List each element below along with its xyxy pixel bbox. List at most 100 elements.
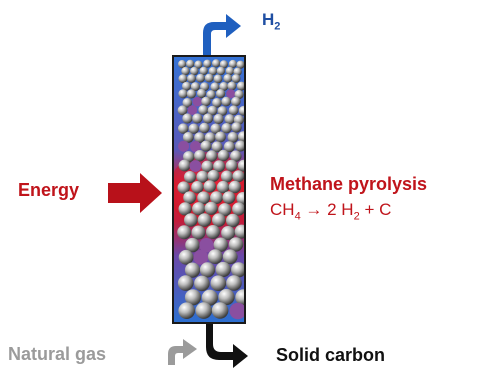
catalyst-sphere bbox=[182, 81, 191, 91]
catalyst-sphere bbox=[206, 150, 218, 162]
catalyst-sphere bbox=[208, 66, 218, 76]
catalyst-sphere bbox=[194, 132, 206, 144]
solid-carbon-outlet-arrow bbox=[206, 324, 248, 368]
catalyst-sphere bbox=[231, 122, 242, 133]
catalyst-sphere bbox=[203, 59, 212, 68]
catalyst-sphere bbox=[200, 140, 212, 152]
catalyst-sphere bbox=[207, 249, 223, 264]
catalyst-sphere bbox=[178, 123, 189, 134]
catalyst-sphere bbox=[207, 169, 220, 182]
natural-gas-inlet-arrow bbox=[168, 339, 197, 365]
catalyst-bed bbox=[177, 59, 244, 320]
catalyst-sphere bbox=[223, 141, 235, 153]
catalyst-sphere bbox=[211, 302, 229, 319]
catalyst-sphere bbox=[225, 66, 235, 76]
catalyst-sphere bbox=[217, 106, 228, 116]
catalyst-sphere bbox=[200, 82, 210, 92]
catalyst-sphere bbox=[230, 150, 242, 162]
catalyst-sphere bbox=[190, 82, 200, 92]
catalyst-sphere bbox=[192, 113, 203, 124]
catalyst-sphere bbox=[193, 250, 209, 265]
catalyst-sphere bbox=[228, 59, 237, 69]
catalyst-sphere bbox=[221, 96, 231, 107]
catalyst-sphere bbox=[226, 213, 240, 228]
catalyst-sphere bbox=[182, 98, 193, 108]
catalyst-sphere bbox=[229, 302, 244, 320]
catalyst-sphere bbox=[187, 105, 198, 115]
catalyst-sphere bbox=[204, 132, 216, 144]
catalyst-sphere bbox=[192, 202, 206, 216]
catalyst-sphere bbox=[199, 238, 214, 253]
catalyst-sphere bbox=[177, 105, 188, 116]
catalyst-sphere bbox=[196, 88, 207, 99]
catalyst-sphere bbox=[228, 180, 242, 194]
catalyst-sphere bbox=[212, 59, 221, 68]
energy-label: Energy bbox=[18, 180, 80, 200]
catalyst-sphere bbox=[215, 131, 226, 143]
catalyst-sphere bbox=[221, 226, 236, 240]
h2-product-label: H2 bbox=[262, 10, 281, 33]
catalyst-sphere bbox=[190, 66, 199, 76]
catalyst-sphere bbox=[213, 113, 224, 125]
catalyst-sphere bbox=[178, 202, 192, 216]
natural-gas-label: Natural gas bbox=[8, 344, 107, 364]
catalyst-sphere bbox=[177, 275, 194, 291]
catalyst-sphere bbox=[210, 82, 220, 92]
catalyst-sphere bbox=[222, 191, 236, 205]
catalyst-sphere bbox=[216, 180, 230, 194]
catalyst-sphere bbox=[178, 60, 187, 69]
catalyst-sphere bbox=[231, 96, 241, 107]
catalyst-sphere bbox=[206, 225, 220, 239]
catalyst-sphere bbox=[201, 96, 211, 107]
h2-outlet-arrow bbox=[203, 14, 241, 55]
catalyst-sphere bbox=[235, 289, 244, 306]
catalyst-sphere bbox=[206, 90, 216, 100]
catalyst-sphere bbox=[213, 160, 226, 173]
catalyst-sphere bbox=[194, 150, 206, 162]
catalyst-sphere bbox=[234, 89, 244, 100]
catalyst-sphere bbox=[201, 160, 214, 173]
catalyst-sphere bbox=[222, 249, 238, 265]
catalyst-sphere bbox=[233, 67, 242, 77]
catalyst-sphere bbox=[202, 113, 214, 124]
catalyst-sphere bbox=[236, 81, 244, 91]
catalyst-sphere bbox=[220, 170, 233, 183]
catalyst-sphere bbox=[184, 213, 198, 227]
catalyst-sphere bbox=[231, 262, 244, 278]
catalyst-sphere bbox=[181, 66, 190, 76]
catalyst-sphere bbox=[218, 288, 235, 306]
catalyst-sphere bbox=[199, 66, 208, 76]
catalyst-sphere bbox=[207, 105, 218, 116]
catalyst-sphere bbox=[226, 89, 236, 99]
catalyst-sphere bbox=[203, 180, 216, 193]
catalyst-sphere bbox=[236, 192, 244, 205]
catalyst-sphere bbox=[213, 74, 223, 84]
catalyst-sphere bbox=[234, 224, 244, 239]
catalyst-sphere bbox=[188, 123, 199, 134]
catalyst-sphere bbox=[191, 225, 206, 240]
solid-carbon-label: Solid carbon bbox=[276, 345, 386, 365]
catalyst-sphere bbox=[182, 113, 193, 124]
catalyst-sphere bbox=[211, 141, 223, 153]
catalyst-sphere bbox=[183, 191, 197, 205]
catalyst-sphere bbox=[196, 170, 209, 183]
reactor-column-wall bbox=[172, 55, 246, 324]
catalyst-sphere bbox=[204, 201, 218, 215]
catalyst-sphere bbox=[223, 74, 233, 83]
catalyst-sphere bbox=[199, 262, 216, 278]
catalyst-sphere bbox=[212, 98, 222, 108]
catalyst-sphere bbox=[216, 89, 226, 99]
catalyst-sphere bbox=[224, 114, 235, 125]
catalyst-sphere bbox=[177, 181, 190, 194]
catalyst-sphere bbox=[219, 60, 228, 69]
catalyst-sphere bbox=[238, 105, 244, 116]
catalyst-sphere bbox=[191, 181, 204, 194]
catalyst-sphere bbox=[194, 275, 210, 292]
catalyst-sphere bbox=[227, 81, 237, 91]
catalyst-sphere bbox=[187, 74, 196, 83]
catalyst-sphere bbox=[178, 140, 190, 152]
catalyst-sphere bbox=[185, 237, 200, 253]
catalyst-sphere bbox=[219, 82, 229, 91]
catalyst-sphere bbox=[178, 302, 195, 320]
